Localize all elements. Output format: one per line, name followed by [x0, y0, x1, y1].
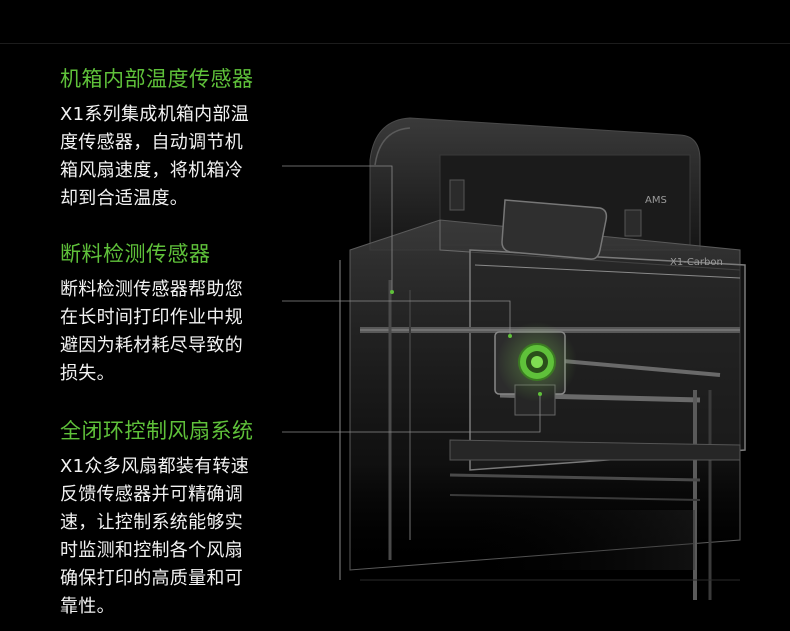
divider [0, 43, 790, 44]
ams-label: AMS [645, 195, 667, 206]
printer-illustration: AMS X1-Carbon [339, 117, 746, 600]
feature-filament-runout-sensor: 断料检测传感器 断料检测传感器帮助您 在长时间打印作业中规 避因为耗材耗尽导致的… [60, 241, 275, 388]
feature-title: 全闭环控制风扇系统 [60, 419, 254, 443]
feature-title: 机箱内部温度传感器 [60, 67, 254, 91]
feature-title: 断料检测传感器 [60, 242, 211, 266]
feature-description: X1众多风扇都装有转速 反馈传感器并可精确调 速，让控制系统能够实 时监测和控制… [60, 456, 250, 617]
feature-chamber-temp-sensor: 机箱内部温度传感器 X1系列集成机箱内部温 度传感器，自动调节机 箱风扇速度，将… [60, 66, 275, 213]
feature-description: X1系列集成机箱内部温 度传感器，自动调节机 箱风扇速度，将机箱冷 却到合适温度… [60, 104, 250, 209]
feature-description: 断料检测传感器帮助您 在长时间打印作业中规 避因为耗材耗尽导致的 损失。 [60, 279, 243, 384]
feature-closed-loop-fan-system: 全闭环控制风扇系统 X1众多风扇都装有转速 反馈传感器并可精确调 速，让控制系统… [60, 418, 275, 621]
model-label: X1-Carbon [670, 257, 723, 268]
